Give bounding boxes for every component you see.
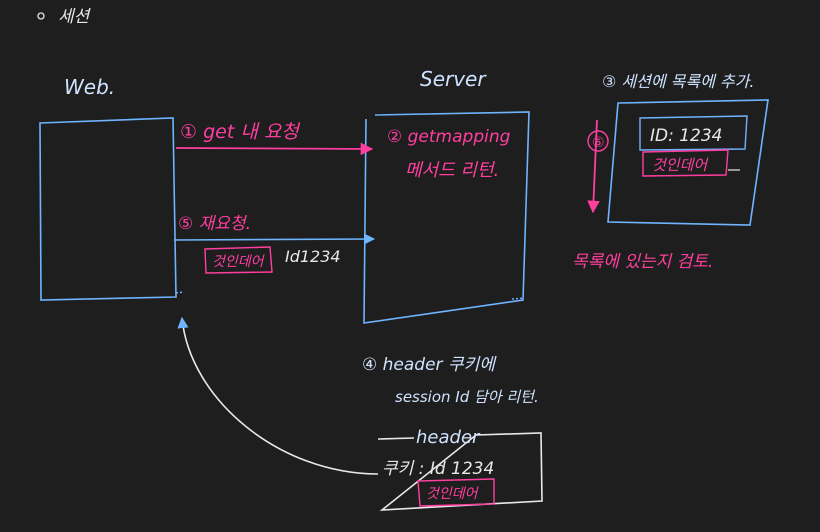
diagram-title: 세션 bbox=[58, 7, 92, 27]
session-tag-box bbox=[642, 149, 729, 177]
step6-label: ⑥ bbox=[592, 135, 605, 151]
title-bullet bbox=[37, 12, 45, 20]
step6-arrow bbox=[587, 119, 600, 214]
web-box-tick bbox=[175, 291, 185, 294]
header-return-arrow bbox=[177, 316, 379, 475]
server-box-tick bbox=[511, 297, 525, 300]
step5-arrow bbox=[173, 233, 376, 245]
step2-label-line2: 메서드 리턴. bbox=[405, 160, 499, 181]
step1-label: ① get 내 요청 bbox=[180, 121, 301, 143]
web-box bbox=[39, 117, 177, 301]
step5-label: ⑤ 재요청. bbox=[178, 214, 251, 234]
header-box-title: header bbox=[416, 427, 481, 448]
header-tag-box bbox=[417, 478, 495, 507]
header-box bbox=[377, 432, 543, 511]
session-id-box bbox=[639, 115, 748, 151]
session-tag-text: 것인데어 bbox=[652, 156, 709, 174]
header-cookie-text: 쿠키 : Id 1234 bbox=[382, 459, 494, 479]
step6-note: 목록에 있는지 검토. bbox=[572, 252, 713, 272]
step6-circle bbox=[587, 130, 609, 152]
server-label: Server bbox=[420, 67, 487, 91]
header-tag-text: 것인데어 bbox=[426, 486, 480, 502]
step1-arrow bbox=[175, 142, 374, 156]
step3-label: ③ 세션에 목록에 추가. bbox=[602, 72, 754, 91]
step5-id-text: Id1234 bbox=[285, 247, 341, 266]
step2-label-line1: ② getmapping bbox=[387, 127, 511, 147]
step4-label-line2: session Id 담아 리턴. bbox=[395, 388, 539, 406]
web-label: Web. bbox=[64, 75, 115, 99]
step4-label-line1: ④ header 쿠키에 bbox=[362, 355, 497, 375]
step5-tag-box bbox=[204, 246, 273, 274]
step5-tag-text: 것인데어 bbox=[212, 254, 266, 270]
session-store-box bbox=[607, 99, 769, 226]
session-id-text: ID: 1234 bbox=[650, 126, 723, 146]
server-box bbox=[363, 111, 530, 324]
